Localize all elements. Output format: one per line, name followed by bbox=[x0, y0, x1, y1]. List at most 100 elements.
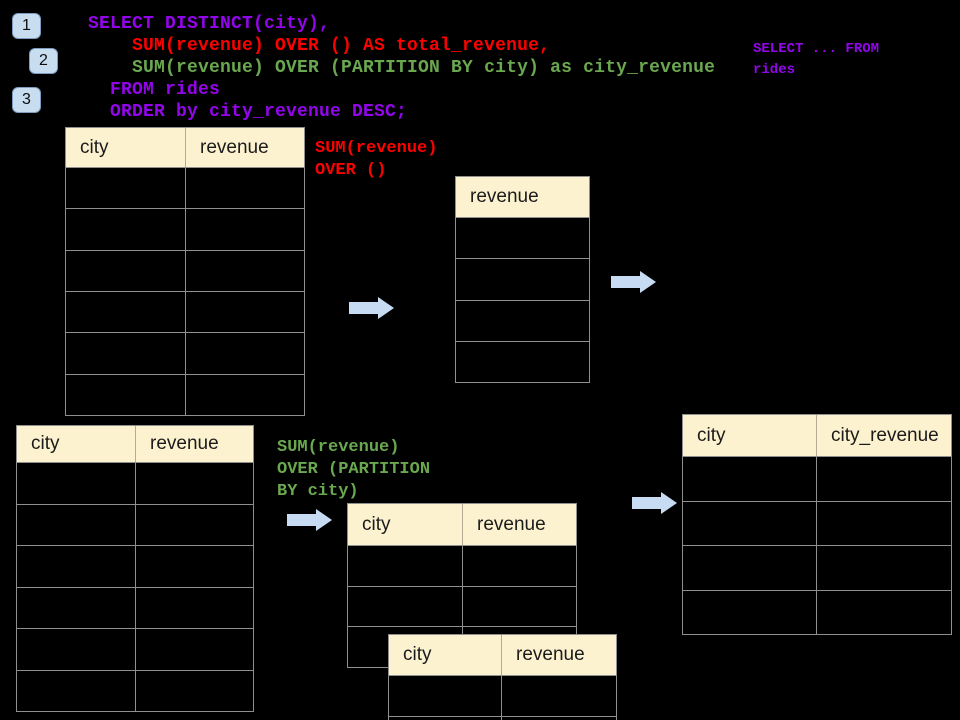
table-row bbox=[456, 301, 589, 342]
table-header-row: revenue bbox=[456, 177, 589, 218]
column-header: revenue bbox=[516, 644, 585, 665]
empty-cell bbox=[683, 501, 817, 545]
step-badge-2: 2 bbox=[29, 48, 58, 74]
table-row bbox=[456, 218, 589, 260]
empty-cell bbox=[66, 250, 186, 291]
sql-line-from: FROM rides bbox=[88, 80, 221, 100]
table-row bbox=[66, 209, 304, 251]
table-row bbox=[17, 546, 253, 588]
empty-cell bbox=[136, 629, 253, 670]
column-header: city bbox=[17, 426, 136, 462]
table-row bbox=[389, 717, 616, 720]
table-header-row: city revenue bbox=[348, 504, 576, 546]
empty-cell bbox=[17, 587, 136, 628]
column-header: revenue bbox=[477, 513, 546, 535]
empty-cell bbox=[17, 463, 136, 504]
sum-over-label-line2: OVER () bbox=[315, 161, 387, 180]
table-total-revenue-result: revenue bbox=[455, 176, 590, 383]
column-header: city bbox=[389, 635, 502, 675]
table-row bbox=[456, 259, 589, 301]
column-header: city_revenue bbox=[831, 424, 939, 446]
empty-cell bbox=[456, 342, 589, 382]
empty-cell bbox=[136, 463, 253, 504]
table-header-row: city revenue bbox=[389, 635, 616, 676]
sum-partition-label-line3: BY city) bbox=[277, 482, 359, 501]
table-rides-partition-input: city revenue bbox=[16, 425, 254, 712]
table-row bbox=[17, 670, 253, 712]
table-header-row: city revenue bbox=[17, 426, 253, 463]
empty-cell bbox=[186, 292, 304, 332]
empty-cell bbox=[463, 587, 576, 627]
table-row bbox=[683, 501, 951, 546]
empty-cell bbox=[186, 333, 304, 373]
empty-cell bbox=[66, 333, 186, 374]
empty-cell bbox=[456, 301, 589, 341]
empty-cell bbox=[817, 502, 951, 546]
table-row bbox=[66, 333, 304, 375]
column-header: city bbox=[348, 504, 463, 545]
table-row bbox=[66, 168, 304, 210]
empty-cell bbox=[348, 586, 463, 627]
column-header: city bbox=[683, 415, 817, 456]
sql-line-select: SELECT DISTINCT(city), bbox=[88, 14, 331, 34]
column-header: revenue bbox=[150, 433, 219, 454]
table-row bbox=[456, 342, 589, 382]
empty-cell bbox=[683, 546, 817, 590]
empty-cell bbox=[66, 209, 186, 250]
empty-cell bbox=[817, 457, 951, 501]
empty-cell bbox=[17, 670, 136, 711]
table-row bbox=[17, 629, 253, 671]
empty-cell bbox=[186, 168, 304, 208]
column-header: city bbox=[66, 128, 186, 167]
empty-cell bbox=[136, 588, 253, 629]
table-header-row: city revenue bbox=[66, 128, 304, 168]
table-row bbox=[389, 676, 616, 717]
empty-cell bbox=[136, 505, 253, 546]
empty-cell bbox=[817, 591, 951, 635]
step-badge-1: 1 bbox=[12, 13, 41, 39]
sum-partition-label-line1: SUM(revenue) bbox=[277, 438, 400, 457]
empty-cell bbox=[683, 590, 817, 634]
step-badge-3: 3 bbox=[12, 87, 41, 113]
empty-cell bbox=[389, 717, 502, 720]
sql-line-sum-over: SUM(revenue) OVER () AS total_revenue, bbox=[88, 36, 551, 56]
table-row bbox=[66, 374, 304, 415]
arrow-right-icon bbox=[632, 492, 677, 514]
table-partition-group-1: city revenue bbox=[347, 503, 577, 668]
sql-line-order-by: ORDER by city_revenue DESC; bbox=[88, 102, 408, 122]
empty-cell bbox=[502, 676, 616, 716]
side-note-rides: rides bbox=[753, 62, 796, 78]
empty-cell bbox=[186, 251, 304, 291]
arrow-right-icon bbox=[611, 271, 656, 293]
table-header-row: city city_revenue bbox=[683, 415, 951, 457]
empty-cell bbox=[17, 546, 136, 587]
empty-cell bbox=[456, 218, 589, 258]
table-row bbox=[66, 291, 304, 334]
table-rides-total-input: city revenue bbox=[65, 127, 305, 416]
table-row bbox=[17, 504, 253, 546]
empty-cell bbox=[136, 671, 253, 712]
table-city-revenue-result: city city_revenue bbox=[682, 414, 952, 635]
column-header: revenue bbox=[470, 186, 539, 207]
empty-cell bbox=[66, 168, 186, 209]
table-row bbox=[66, 250, 304, 292]
empty-cell bbox=[17, 504, 136, 545]
table-row bbox=[683, 590, 951, 635]
table-row bbox=[348, 546, 576, 587]
empty-cell bbox=[136, 546, 253, 587]
table-partition-group-2: city revenue bbox=[388, 634, 617, 720]
sql-line-sum-partition: SUM(revenue) OVER (PARTITION BY city) as… bbox=[88, 58, 716, 78]
empty-cell bbox=[17, 629, 136, 670]
arrow-right-icon bbox=[349, 297, 394, 319]
empty-cell bbox=[463, 546, 576, 586]
column-header: revenue bbox=[200, 136, 269, 158]
empty-cell bbox=[348, 546, 463, 586]
sum-over-label-line1: SUM(revenue) bbox=[315, 139, 438, 158]
table-row bbox=[17, 587, 253, 629]
sum-partition-label-line2: OVER (PARTITION bbox=[277, 460, 431, 479]
empty-cell bbox=[66, 291, 186, 333]
arrow-right-icon bbox=[287, 509, 332, 531]
empty-cell bbox=[389, 676, 502, 716]
table-row bbox=[17, 463, 253, 505]
